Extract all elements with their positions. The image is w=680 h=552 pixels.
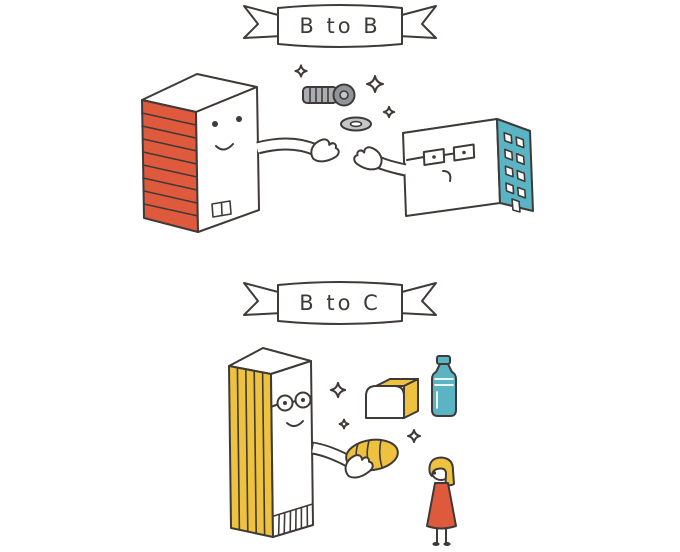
b2b-section: B to B — [141, 4, 534, 233]
buyer-mouth — [442, 170, 452, 182]
supplier-right-eye — [236, 116, 242, 122]
shop-building-side-yellow — [228, 365, 274, 538]
shop-right-eye — [301, 398, 305, 402]
buyer-building-side-teal — [496, 118, 534, 212]
woman-dress — [426, 482, 457, 530]
woman-foot-right — [443, 542, 451, 546]
loaf-front — [365, 385, 405, 419]
shop-left-eye — [283, 401, 287, 405]
b2c-section: B to C — [228, 281, 457, 546]
shop-building — [228, 347, 354, 538]
banner-band — [277, 281, 403, 325]
b2b-banner-label: B to B — [299, 14, 380, 38]
bread-loaf-icon — [365, 378, 419, 419]
yellow-stripes — [236, 366, 266, 537]
supplier-left-eye — [212, 121, 218, 127]
water-bottle-icon — [431, 355, 457, 417]
b2c-banner: B to C — [243, 281, 437, 325]
woman-eye — [432, 471, 437, 475]
supplier-hand — [308, 136, 341, 164]
washer-icon — [340, 116, 372, 132]
supplier-building-front — [195, 86, 260, 233]
buyer-right-eye — [462, 150, 466, 155]
sparkle-icon — [407, 429, 421, 443]
woman-legs — [436, 528, 447, 543]
buyer-door — [511, 198, 521, 213]
sparkle-icon — [329, 381, 347, 399]
bottle-body — [431, 363, 457, 417]
bottle-cap — [436, 355, 451, 365]
woman-foot-left — [432, 542, 440, 546]
consumer-products — [329, 355, 457, 472]
sparkle-icon — [339, 419, 349, 429]
sparkle-icon — [294, 64, 308, 78]
supplier-building — [141, 73, 341, 233]
banner-tail-left — [243, 282, 283, 316]
windows — [503, 131, 527, 199]
banner-band — [277, 4, 403, 48]
traded-goods — [294, 64, 395, 132]
shop-base-stripes — [272, 503, 314, 537]
b2b-banner: B to B — [243, 4, 437, 48]
consumer-woman — [426, 456, 457, 546]
bottle-ribs — [434, 378, 454, 409]
buyer-hand — [351, 143, 385, 173]
bolt-threads — [309, 86, 329, 104]
buyer-building — [351, 118, 534, 217]
buyer-building-front — [402, 118, 501, 217]
loaf-side — [403, 378, 419, 419]
sparkle-icon — [366, 75, 384, 93]
buyer-left-eye — [432, 155, 436, 159]
bolt-icon — [302, 83, 356, 107]
banner-tail-right — [397, 282, 437, 316]
banner-tail-right — [397, 5, 437, 39]
b2c-banner-label: B to C — [299, 291, 381, 315]
supplier-door — [211, 200, 232, 218]
banner-tail-left — [243, 5, 283, 39]
shop-smile — [286, 420, 304, 427]
red-stripes — [141, 112, 199, 217]
supplier-smile — [215, 143, 234, 151]
sparkle-icon — [383, 106, 395, 118]
woman-hair — [428, 456, 455, 487]
